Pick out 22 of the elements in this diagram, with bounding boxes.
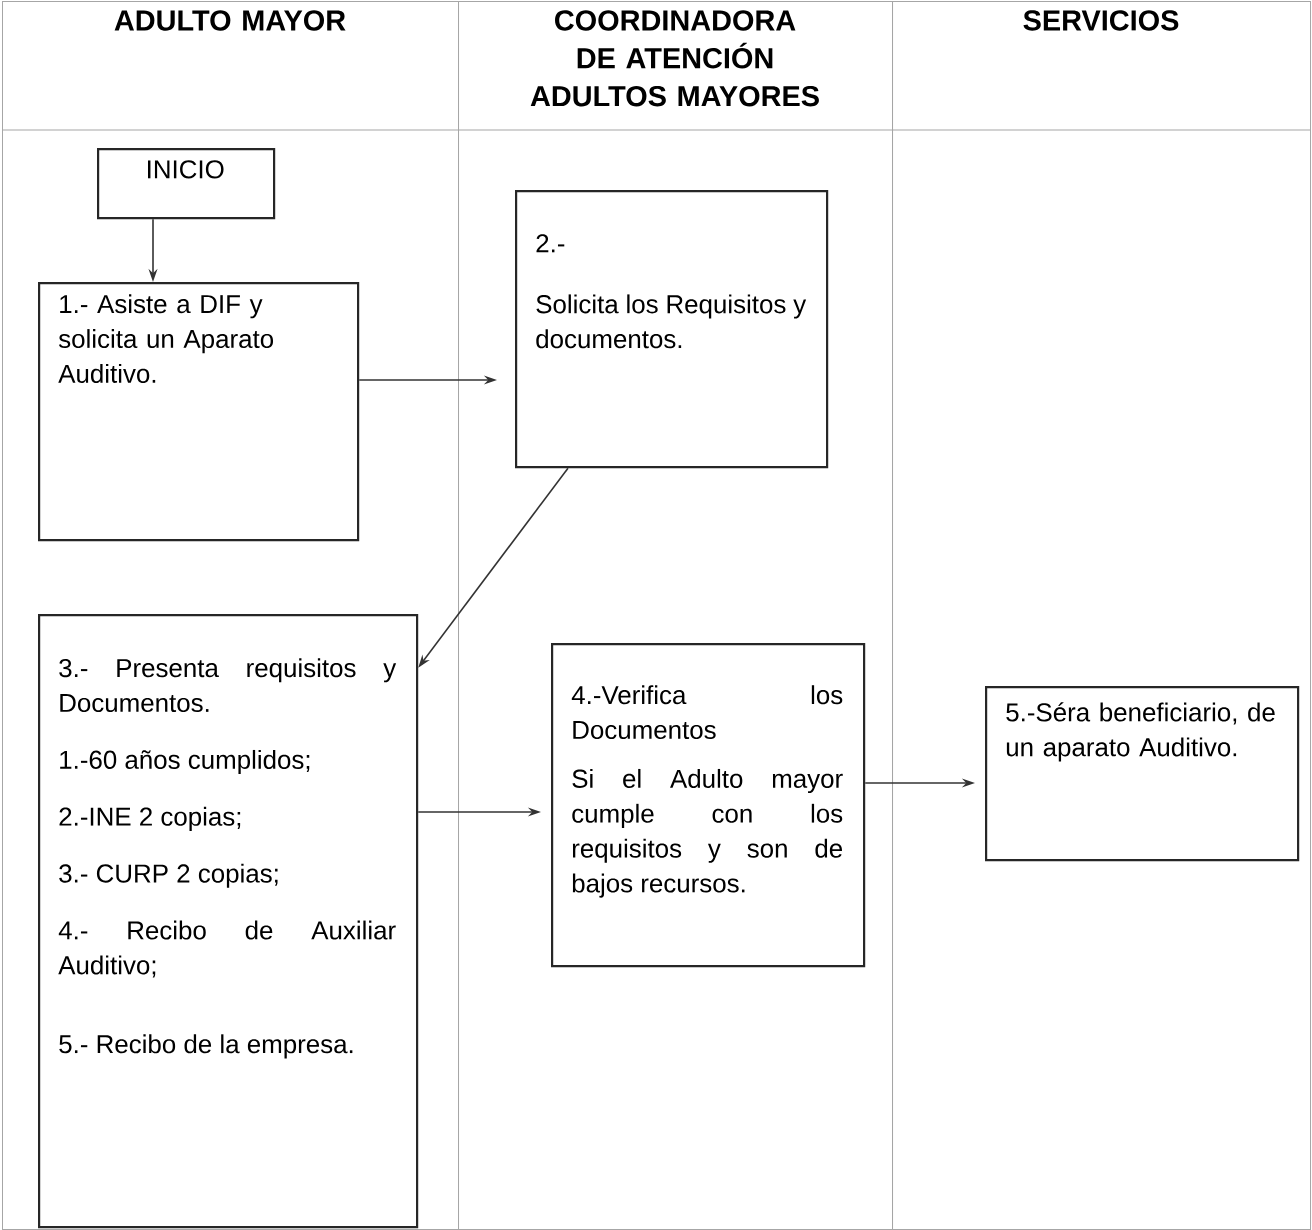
process-box bbox=[551, 643, 866, 968]
step-text: INICIO bbox=[148, 160, 224, 179]
step-text: 5.- Recibo de la empresa. bbox=[59, 1034, 353, 1059]
step-text: 4.-Verifica los Documentos bbox=[571, 685, 843, 740]
process-box bbox=[985, 686, 1300, 862]
step-text: 2.- bbox=[536, 234, 565, 253]
step-text: 1.- Asiste a DIF y solicita un Aparato Auditivo. bbox=[58, 294, 274, 383]
step-text: 3.- Presenta requisitos y Documentos. bbox=[59, 658, 397, 713]
step-text: 5.-Séra beneficiario, de un aparato Auditivo. bbox=[1006, 702, 1275, 762]
process-box bbox=[38, 614, 419, 1229]
step-text: Si el Adulto mayor cumple con los requisitos y son de bajos recursos. bbox=[572, 768, 843, 898]
lane-header: ADULTO MAYOR bbox=[114, 10, 346, 31]
step-text: 2.-INE 2 copias; bbox=[59, 806, 241, 831]
step-text: 1.-60 años cumplidos; bbox=[60, 749, 310, 775]
step-text: 3.- CURP 2 copias; bbox=[59, 863, 278, 888]
process-box bbox=[97, 148, 276, 220]
lane-header: COORDINADORA DE ATENCIÓN ADULTOS MAYORES bbox=[530, 10, 819, 107]
step-text: 4.- Recibo de Auxiliar Auditivo; bbox=[58, 920, 396, 978]
lane-header: SERVICIOS bbox=[1023, 10, 1179, 31]
process-box bbox=[515, 190, 829, 469]
process-box bbox=[38, 282, 360, 542]
step-text: Solicita los Requisitos y documentos. bbox=[536, 294, 807, 349]
